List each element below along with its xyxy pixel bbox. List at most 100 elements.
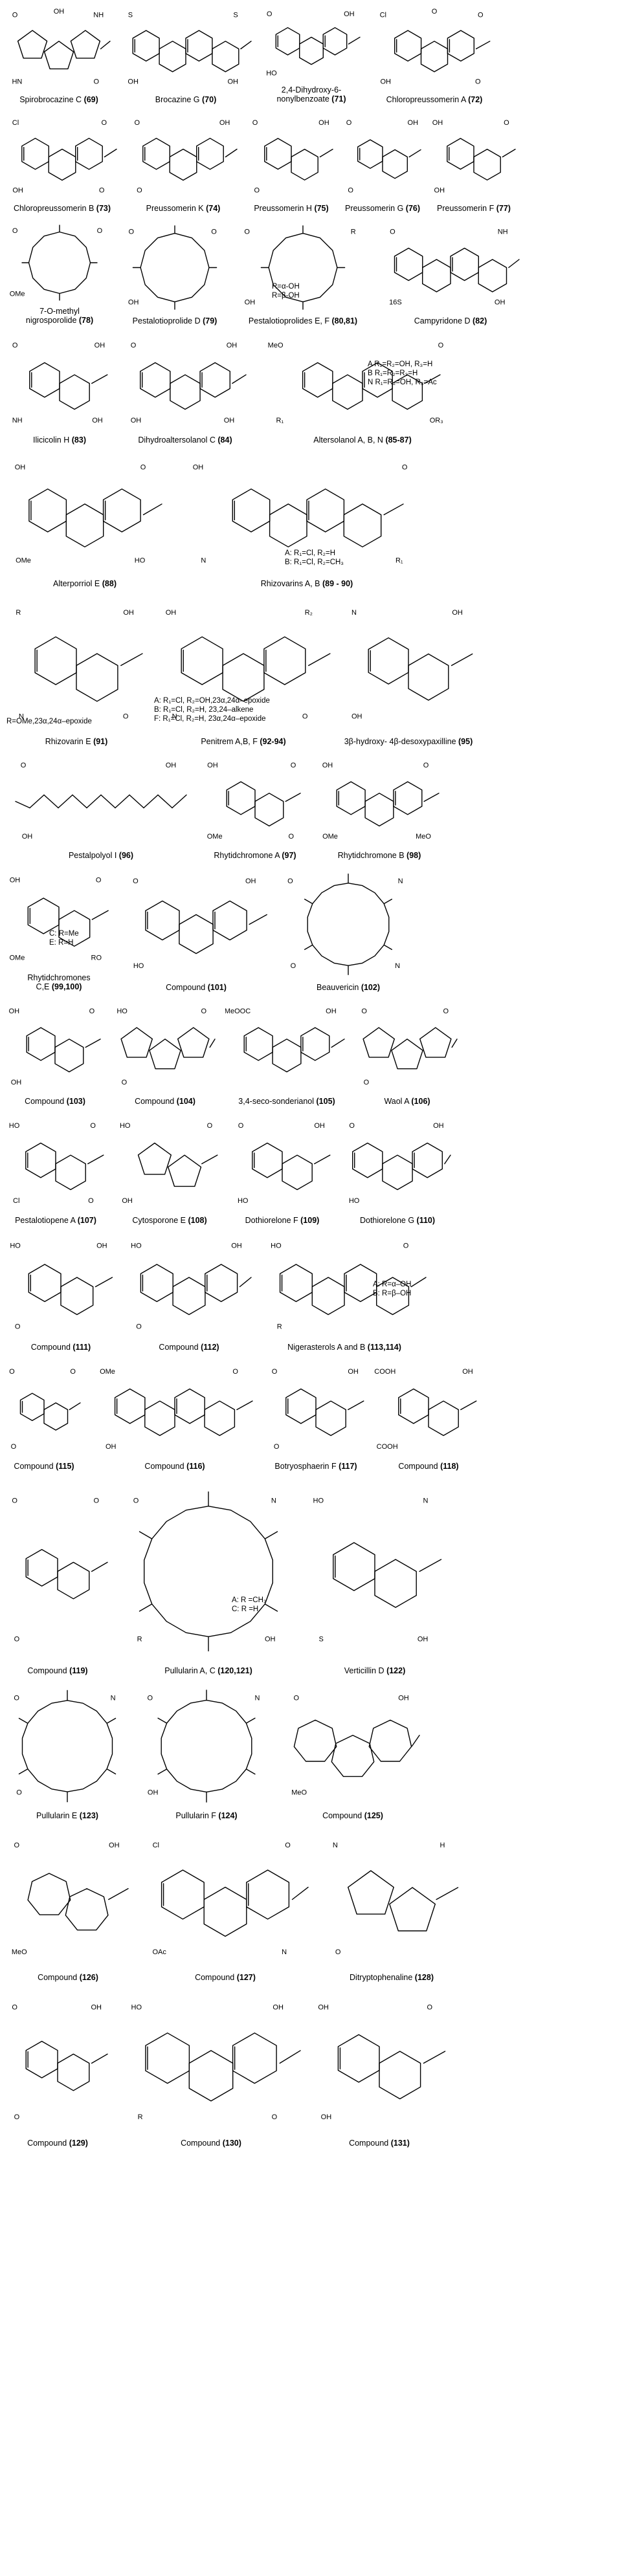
ring bbox=[212, 900, 247, 941]
compound-number: (95) bbox=[458, 737, 473, 746]
side-chain-bond bbox=[120, 653, 143, 666]
compound-label: Preussomerin H (75) bbox=[246, 204, 337, 213]
compound-label: Preussomerin G (76) bbox=[340, 204, 425, 213]
atom-label: O bbox=[137, 186, 142, 194]
side-chain-bond bbox=[100, 40, 111, 50]
side-chain-bond bbox=[419, 1559, 442, 1572]
bond-line bbox=[15, 800, 30, 809]
compound-number: (112) bbox=[201, 1343, 219, 1352]
atom-label: N bbox=[201, 557, 206, 565]
bond-line bbox=[115, 794, 130, 809]
atom-label: O bbox=[294, 1695, 300, 1702]
substituent-line: R=β-OH bbox=[272, 292, 300, 300]
atom-label: O bbox=[70, 1368, 76, 1376]
compound-label: Compound (101) bbox=[120, 983, 272, 992]
atom-label: S bbox=[318, 1636, 323, 1644]
atom-label: OH bbox=[193, 463, 204, 471]
compound-label: Compound (111) bbox=[4, 1343, 118, 1352]
ring bbox=[120, 1027, 153, 1058]
atom-label: OMe bbox=[207, 833, 223, 841]
atom-label: O bbox=[211, 228, 217, 236]
compound-number: (123) bbox=[79, 1811, 98, 1820]
substituent-line: B: R₁=Cl, R₂=CH₃ bbox=[285, 558, 344, 566]
compound-number: (69) bbox=[84, 95, 98, 104]
atom-label: O bbox=[238, 1122, 244, 1130]
atom-label: OH bbox=[245, 298, 256, 306]
compound-number: (74) bbox=[206, 204, 221, 213]
atom-label: N bbox=[398, 877, 403, 885]
substituent-line: N R₁=R₂=OH, R₃=Ac bbox=[368, 379, 437, 386]
ring bbox=[394, 247, 423, 281]
compound-name: 3β-hydroxy- 4β-desoxypaxilline bbox=[344, 737, 456, 746]
compound-label: Chloropreussomerin A (72) bbox=[370, 95, 498, 104]
compound-label: Rhizovarins A, B (89 - 90) bbox=[171, 579, 443, 588]
atom-label: OH bbox=[326, 1007, 337, 1015]
ring bbox=[473, 148, 501, 181]
compound-label: Compound (126) bbox=[4, 1973, 132, 1982]
atom-label: O bbox=[348, 186, 353, 194]
atom-label: OH bbox=[131, 417, 142, 424]
compound-number: (113,114) bbox=[367, 1343, 401, 1352]
compound-number: (77) bbox=[496, 204, 511, 213]
compound-label: Beauvericin (102) bbox=[276, 983, 421, 992]
compound-label: Compound (116) bbox=[91, 1462, 259, 1471]
ring bbox=[145, 2032, 190, 2084]
compound-number: (120,121) bbox=[217, 1666, 252, 1675]
compound-label: Pestalotiopene A (107) bbox=[4, 1216, 107, 1225]
compound-label: Pullularin F (124) bbox=[136, 1811, 277, 1820]
compound-number: (85-87) bbox=[385, 435, 412, 445]
compound-name: Rhytidchromone B bbox=[337, 851, 405, 860]
side-chain-bond bbox=[249, 914, 267, 925]
compound-number: (126) bbox=[79, 1973, 98, 1982]
ring bbox=[478, 259, 507, 292]
atom-label: NH bbox=[93, 12, 104, 19]
compound-number: (104) bbox=[176, 1097, 195, 1106]
atom-label: O bbox=[133, 877, 139, 885]
atom-label: OH bbox=[91, 2003, 102, 2011]
atom-label: OH bbox=[348, 1368, 359, 1376]
compound-number: (73) bbox=[96, 204, 111, 213]
ring bbox=[419, 1027, 452, 1058]
ring bbox=[159, 41, 186, 72]
compound-number: (131) bbox=[390, 2139, 410, 2148]
atom-label: OH bbox=[106, 1443, 117, 1451]
compound-label: Dihydroaltersolanol C (84) bbox=[120, 435, 250, 445]
atom-label: O bbox=[94, 78, 100, 86]
substituent-line: A: R =CH₃ bbox=[232, 1596, 267, 1604]
atom-label: OH bbox=[231, 1242, 242, 1249]
atom-label: O bbox=[267, 10, 273, 18]
ring bbox=[174, 1388, 205, 1424]
compound-label: Rhizovarin E (91) bbox=[4, 737, 149, 746]
ring bbox=[34, 636, 77, 685]
compound-label: Preussomerin F (77) bbox=[429, 204, 519, 213]
compound-number: (79) bbox=[203, 316, 217, 325]
compound-label: Waol A (106) bbox=[353, 1097, 461, 1106]
substituent-bond bbox=[245, 1768, 256, 1775]
ring bbox=[181, 636, 223, 685]
atom-label: N bbox=[271, 1497, 276, 1505]
compound-label: Compound (125) bbox=[282, 1811, 423, 1820]
atom-label: OH bbox=[462, 1368, 473, 1376]
atom-label: O bbox=[88, 1197, 94, 1205]
ring bbox=[144, 1400, 175, 1437]
compound-label: Pestalotioprolides E, F (80,81) bbox=[233, 316, 373, 325]
compound-number: (129) bbox=[69, 2139, 88, 2148]
atom-label: OR₃ bbox=[430, 417, 443, 424]
atom-label: O bbox=[402, 463, 408, 471]
ring bbox=[331, 1735, 375, 1778]
atom-label: OH bbox=[12, 186, 23, 194]
ring bbox=[170, 374, 201, 410]
ring bbox=[362, 1027, 395, 1058]
macrocycle-ring bbox=[144, 1506, 274, 1638]
side-chain-bond bbox=[108, 1888, 129, 1900]
